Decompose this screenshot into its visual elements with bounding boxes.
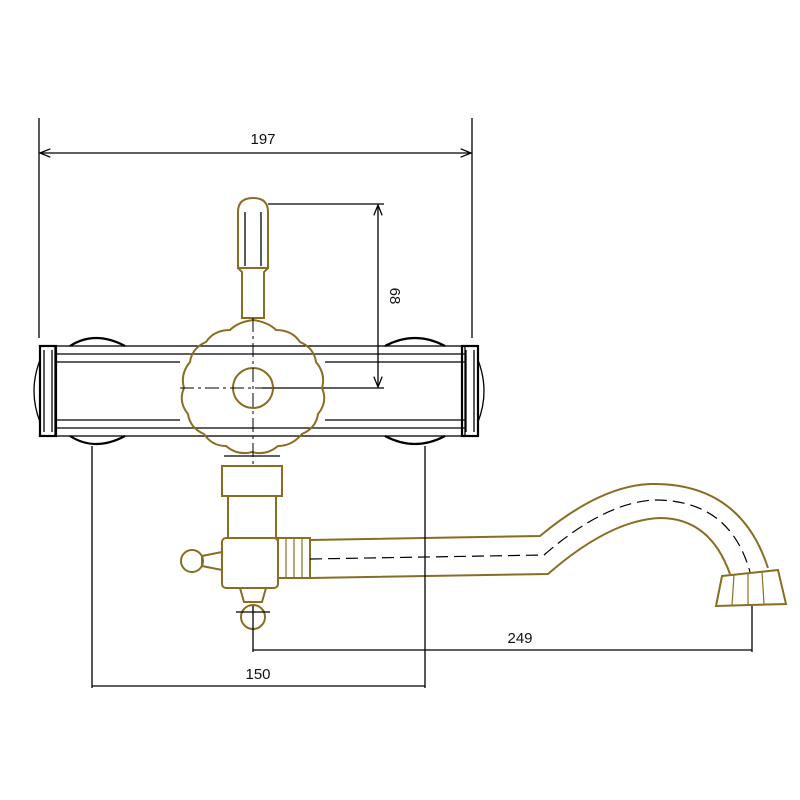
body-bar-outline xyxy=(54,345,466,437)
diverter xyxy=(180,537,279,630)
vertical-column xyxy=(221,455,283,538)
body-bar xyxy=(54,345,466,437)
wall-flange-left xyxy=(33,336,126,446)
dimension-handle-height: 68 xyxy=(262,203,403,389)
dimension-spout-reach: 249 xyxy=(252,606,753,652)
dimension-overall-width: 197 xyxy=(38,118,473,338)
dimension-label-center: 150 xyxy=(245,666,270,683)
dimension-label-height: 68 xyxy=(386,288,403,305)
spout-centerline xyxy=(309,499,751,573)
diverter-body xyxy=(221,537,279,589)
central-rosette xyxy=(180,318,326,464)
diverter-knob-left xyxy=(180,549,204,573)
nut-left xyxy=(38,344,58,438)
column-collar xyxy=(221,465,283,497)
dimension-label-reach: 249 xyxy=(507,630,532,647)
lever-grip xyxy=(237,196,269,269)
spout-tube-bottom xyxy=(309,516,731,579)
spout xyxy=(277,482,788,608)
lever-handle xyxy=(237,196,269,319)
rosette-outline xyxy=(180,318,326,455)
aerator xyxy=(714,568,788,608)
dimension-center-distance: 150 xyxy=(91,446,426,688)
wall-flange-right xyxy=(384,336,485,446)
dimension-label-width: 197 xyxy=(250,131,275,148)
lever-stem xyxy=(237,267,269,319)
nut-right xyxy=(460,344,480,438)
spout-tube-top xyxy=(309,482,769,569)
